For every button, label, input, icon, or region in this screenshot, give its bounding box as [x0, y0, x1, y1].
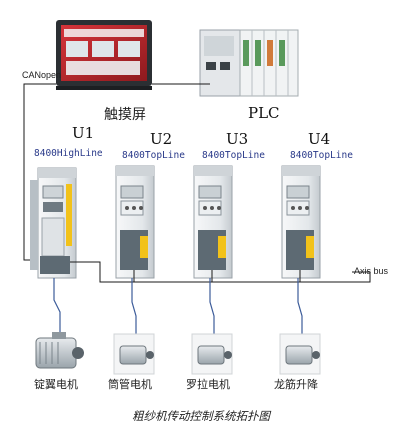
- drive-u3-id: U3: [226, 130, 249, 148]
- motor-u2-label: 筒管电机: [108, 378, 152, 391]
- drive-u3: [193, 165, 233, 279]
- motor-u3-label: 罗拉电机: [186, 378, 230, 391]
- drive-u4-id: U4: [308, 130, 331, 148]
- touchscreen-device: [56, 20, 152, 90]
- drive-u4: [281, 165, 321, 279]
- canopen-label: CANopen: [22, 70, 62, 80]
- axis-bus-label: Axis bus: [354, 266, 389, 276]
- motor-u4: [279, 333, 321, 375]
- drive-u4-model: 8400TopLine: [290, 150, 353, 161]
- drive-u1-model: 8400HighLine: [34, 148, 103, 159]
- drive-u2-model: 8400TopLine: [122, 150, 185, 161]
- diagram-caption: 粗纱机传动控制系统拓扑图: [132, 409, 270, 423]
- drive-u1-id: U1: [72, 124, 95, 142]
- motor-u1: [35, 332, 84, 369]
- drive-u2: [115, 165, 155, 279]
- drive-u1: [30, 167, 77, 279]
- plc-label: PLC: [248, 104, 280, 122]
- motor-u4-label: 龙筋升降: [274, 378, 318, 391]
- axis-bus: [70, 261, 371, 283]
- drive-u2-id: U2: [150, 130, 173, 148]
- motor-u2: [113, 333, 155, 375]
- plc-device: [199, 29, 299, 97]
- drive-u3-model: 8400TopLine: [202, 150, 265, 161]
- touchscreen-label: 触摸屏: [104, 107, 146, 123]
- motor-u3: [191, 333, 233, 375]
- motor-cables: [53, 278, 303, 336]
- motor-u1-label: 锭翼电机: [34, 378, 78, 391]
